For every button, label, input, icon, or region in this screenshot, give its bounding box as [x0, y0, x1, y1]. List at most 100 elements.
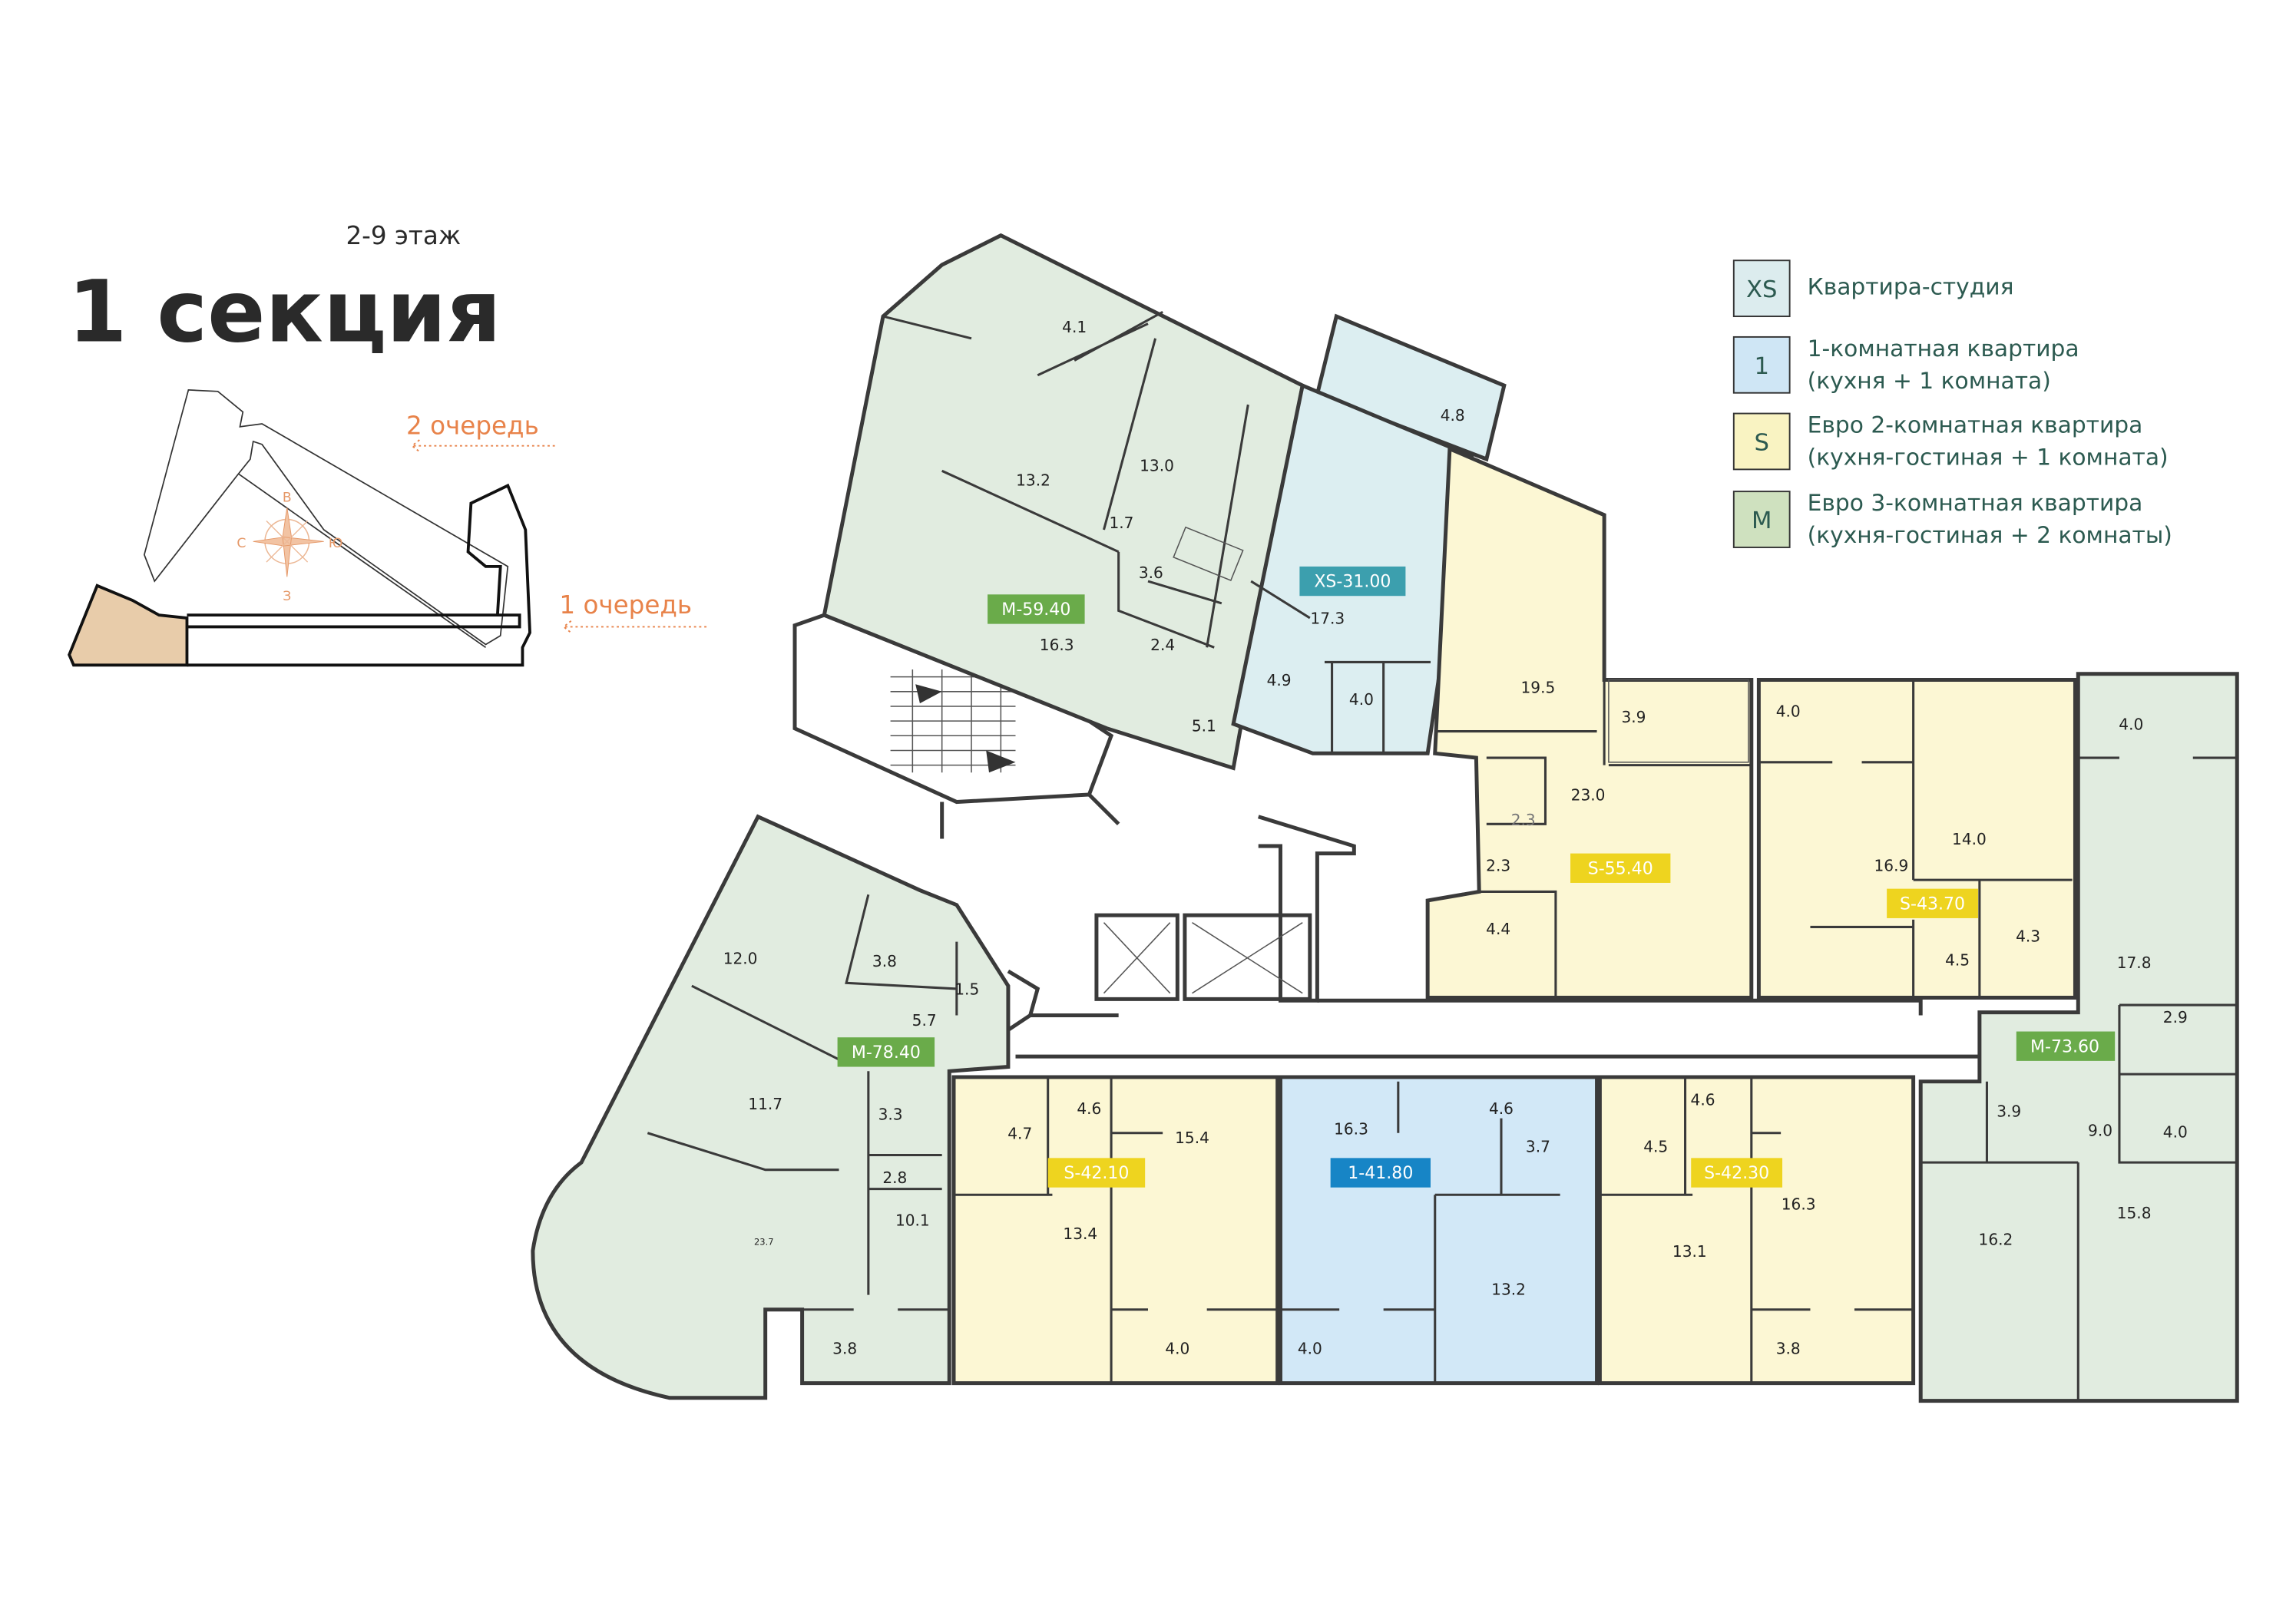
room-area: 16.3 — [1782, 1195, 1816, 1213]
apartment-code: S-42.10 — [1064, 1164, 1129, 1183]
room-area: 17.3 — [1310, 610, 1345, 628]
apartment-badge[interactable]: XS-31.00 — [1299, 566, 1406, 597]
legend-sublabel: (кухня + 1 комната) — [1808, 368, 2051, 395]
room-area: 4.3 — [2016, 927, 2040, 946]
room-area: 3.8 — [872, 952, 897, 970]
apartment-s-42-10[interactable]: 4.7 4.6 15.4 13.4 4.0 S-42.10 — [951, 1075, 1280, 1386]
room-area: 4.8 — [1441, 406, 1465, 425]
compass-rose-icon: В С Ю З — [237, 491, 342, 604]
room-area: 4.7 — [1007, 1124, 1032, 1142]
room-area: 13.2 — [1491, 1281, 1526, 1299]
room-area: 23.0 — [1571, 786, 1606, 805]
apartment-badge[interactable]: M-73.60 — [2016, 1031, 2116, 1061]
room-area: 16.3 — [1040, 636, 1074, 654]
apartment-m-59-40[interactable]: 4.1 13.2 13.0 1.7 3.6 16.3 2.4 5.1 M-59.… — [822, 233, 1305, 771]
room-area: 4.5 — [1945, 950, 1970, 969]
room-area: 12.0 — [723, 949, 758, 967]
legend-key: 1 — [1754, 353, 1769, 380]
corridor-wall — [1015, 998, 1980, 1059]
room-area: 1.5 — [954, 980, 979, 999]
site-mini-map: В С Ю З 2 очередь 1 очередь — [68, 389, 710, 667]
apartment-badge[interactable]: S-42.30 — [1691, 1158, 1783, 1188]
apartment-badge[interactable]: 1-41.80 — [1330, 1158, 1431, 1188]
legend-label: 1-комнатная квартира — [1808, 336, 2079, 362]
legend-label: Евро 2-комнатная квартира — [1808, 412, 2143, 438]
apartment-s-55-40[interactable]: 19.5 23.0 3.9 2.3 2.3 4.4 S-55.40 — [1425, 445, 1754, 1000]
apartment-code: M-78.40 — [852, 1043, 921, 1063]
room-area: 4.0 — [1165, 1339, 1189, 1357]
room-area: 3.3 — [878, 1106, 903, 1124]
room-area: 4.4 — [1486, 920, 1510, 938]
room-area: 3.9 — [1621, 708, 1646, 726]
room-area: 4.0 — [1776, 702, 1801, 720]
room-area: 2.3 — [1486, 857, 1510, 875]
apartment-badge[interactable]: S-55.40 — [1570, 853, 1671, 883]
room-area: 4.9 — [1267, 671, 1292, 689]
apartment-m-78-40[interactable]: 12.0 3.8 1.5 5.7 11.7 3.3 2.8 10.1 23.7 … — [531, 814, 1011, 1400]
room-area: 5.7 — [912, 1011, 937, 1030]
legend-item-xs: XS Квартира-студия — [1732, 259, 2014, 318]
legend: XS Квартира-студия 1 1-комнатная квартир… — [1732, 259, 2172, 549]
room-area: 19.5 — [1521, 679, 1556, 697]
room-area: 3.8 — [1776, 1339, 1801, 1357]
room-area: 2.3 — [1511, 811, 1536, 829]
legend-key: M — [1752, 507, 1772, 534]
apartment-code: XS-31.00 — [1314, 573, 1391, 592]
room-area: 13.4 — [1063, 1225, 1097, 1243]
room-area: 1.7 — [1110, 514, 1134, 532]
room-area: 2.4 — [1150, 636, 1175, 654]
compass-west: С — [237, 536, 246, 551]
apartment-m-73-60[interactable]: 4.0 17.8 2.9 3.9 9.0 4.0 16.2 15.8 M-73.… — [1918, 672, 2239, 1403]
room-area: 4.6 — [1691, 1090, 1715, 1109]
section-title: 1 секция — [68, 263, 501, 362]
room-area: 17.8 — [2117, 954, 2152, 972]
room-area: 3.6 — [1139, 564, 1163, 582]
apartment-badge[interactable]: S-43.70 — [1887, 888, 1978, 918]
room-area: 10.1 — [895, 1211, 930, 1230]
apartment-1-41-80[interactable]: 16.3 4.6 3.7 13.2 4.0 1-41.80 — [1279, 1075, 1600, 1386]
room-area: 4.5 — [1643, 1138, 1668, 1156]
room-area: 13.2 — [1016, 471, 1050, 489]
apartment-s-42-30[interactable]: 4.6 4.5 16.3 13.1 3.8 S-42.30 — [1597, 1075, 1916, 1386]
apartment-badge[interactable]: S-42.10 — [1047, 1158, 1146, 1188]
room-area: 15.4 — [1175, 1129, 1209, 1147]
room-area: 16.3 — [1334, 1120, 1368, 1139]
section-highlight — [68, 583, 189, 667]
compass-south: З — [283, 589, 291, 604]
apartment-badge[interactable]: M-59.40 — [988, 594, 1085, 624]
legend-key: XS — [1746, 276, 1777, 303]
room-area: 5.1 — [1192, 717, 1216, 735]
room-area: 9.0 — [2088, 1122, 2112, 1140]
room-area: 13.1 — [1672, 1242, 1707, 1261]
legend-label: Квартира-студия — [1808, 273, 2014, 300]
room-area: 16.9 — [1874, 857, 1908, 875]
queue-2-arrow-icon — [411, 439, 555, 453]
room-area: 4.6 — [1489, 1099, 1514, 1118]
apartment-code: S-42.30 — [1704, 1164, 1769, 1183]
room-area: 11.7 — [748, 1095, 782, 1113]
elevator-2 — [1183, 913, 1312, 1001]
apartment-xs-31-00[interactable]: 4.8 17.3 4.9 4.0 XS-31.00 — [1231, 313, 1507, 755]
legend-item-s: S Евро 2-комнатная квартира (кухня-гости… — [1732, 412, 2169, 471]
room-area: 3.9 — [1997, 1102, 2021, 1121]
compass-north: В — [283, 491, 292, 506]
apartment-code: S-55.40 — [1588, 859, 1653, 878]
elevator-1 — [1094, 913, 1179, 1001]
room-area: 3.7 — [1526, 1138, 1550, 1156]
legend-sublabel: (кухня-гостиная + 2 комнаты) — [1808, 522, 2172, 549]
legend-sublabel: (кухня-гостиная + 1 комната) — [1808, 445, 2169, 471]
room-area: 4.0 — [1298, 1339, 1322, 1357]
room-area: 2.8 — [882, 1168, 907, 1187]
room-area: 4.0 — [2163, 1123, 2188, 1142]
room-area: 4.0 — [1349, 690, 1374, 709]
apartment-s-43-70[interactable]: 4.0 16.9 14.0 4.3 4.5 S-43.70 — [1756, 677, 2077, 1000]
compass-east: Ю — [329, 536, 343, 551]
apartment-badge[interactable]: M-78.40 — [837, 1037, 935, 1067]
room-area: 4.1 — [1062, 318, 1087, 336]
room-area: 3.8 — [832, 1339, 857, 1357]
queue-2-label: 2 очередь — [406, 411, 539, 440]
queue-1-arrow-icon — [562, 620, 710, 633]
apartment-code: 1-41.80 — [1348, 1164, 1413, 1183]
legend-label: Евро 3-комнатная квартира — [1808, 490, 2143, 517]
